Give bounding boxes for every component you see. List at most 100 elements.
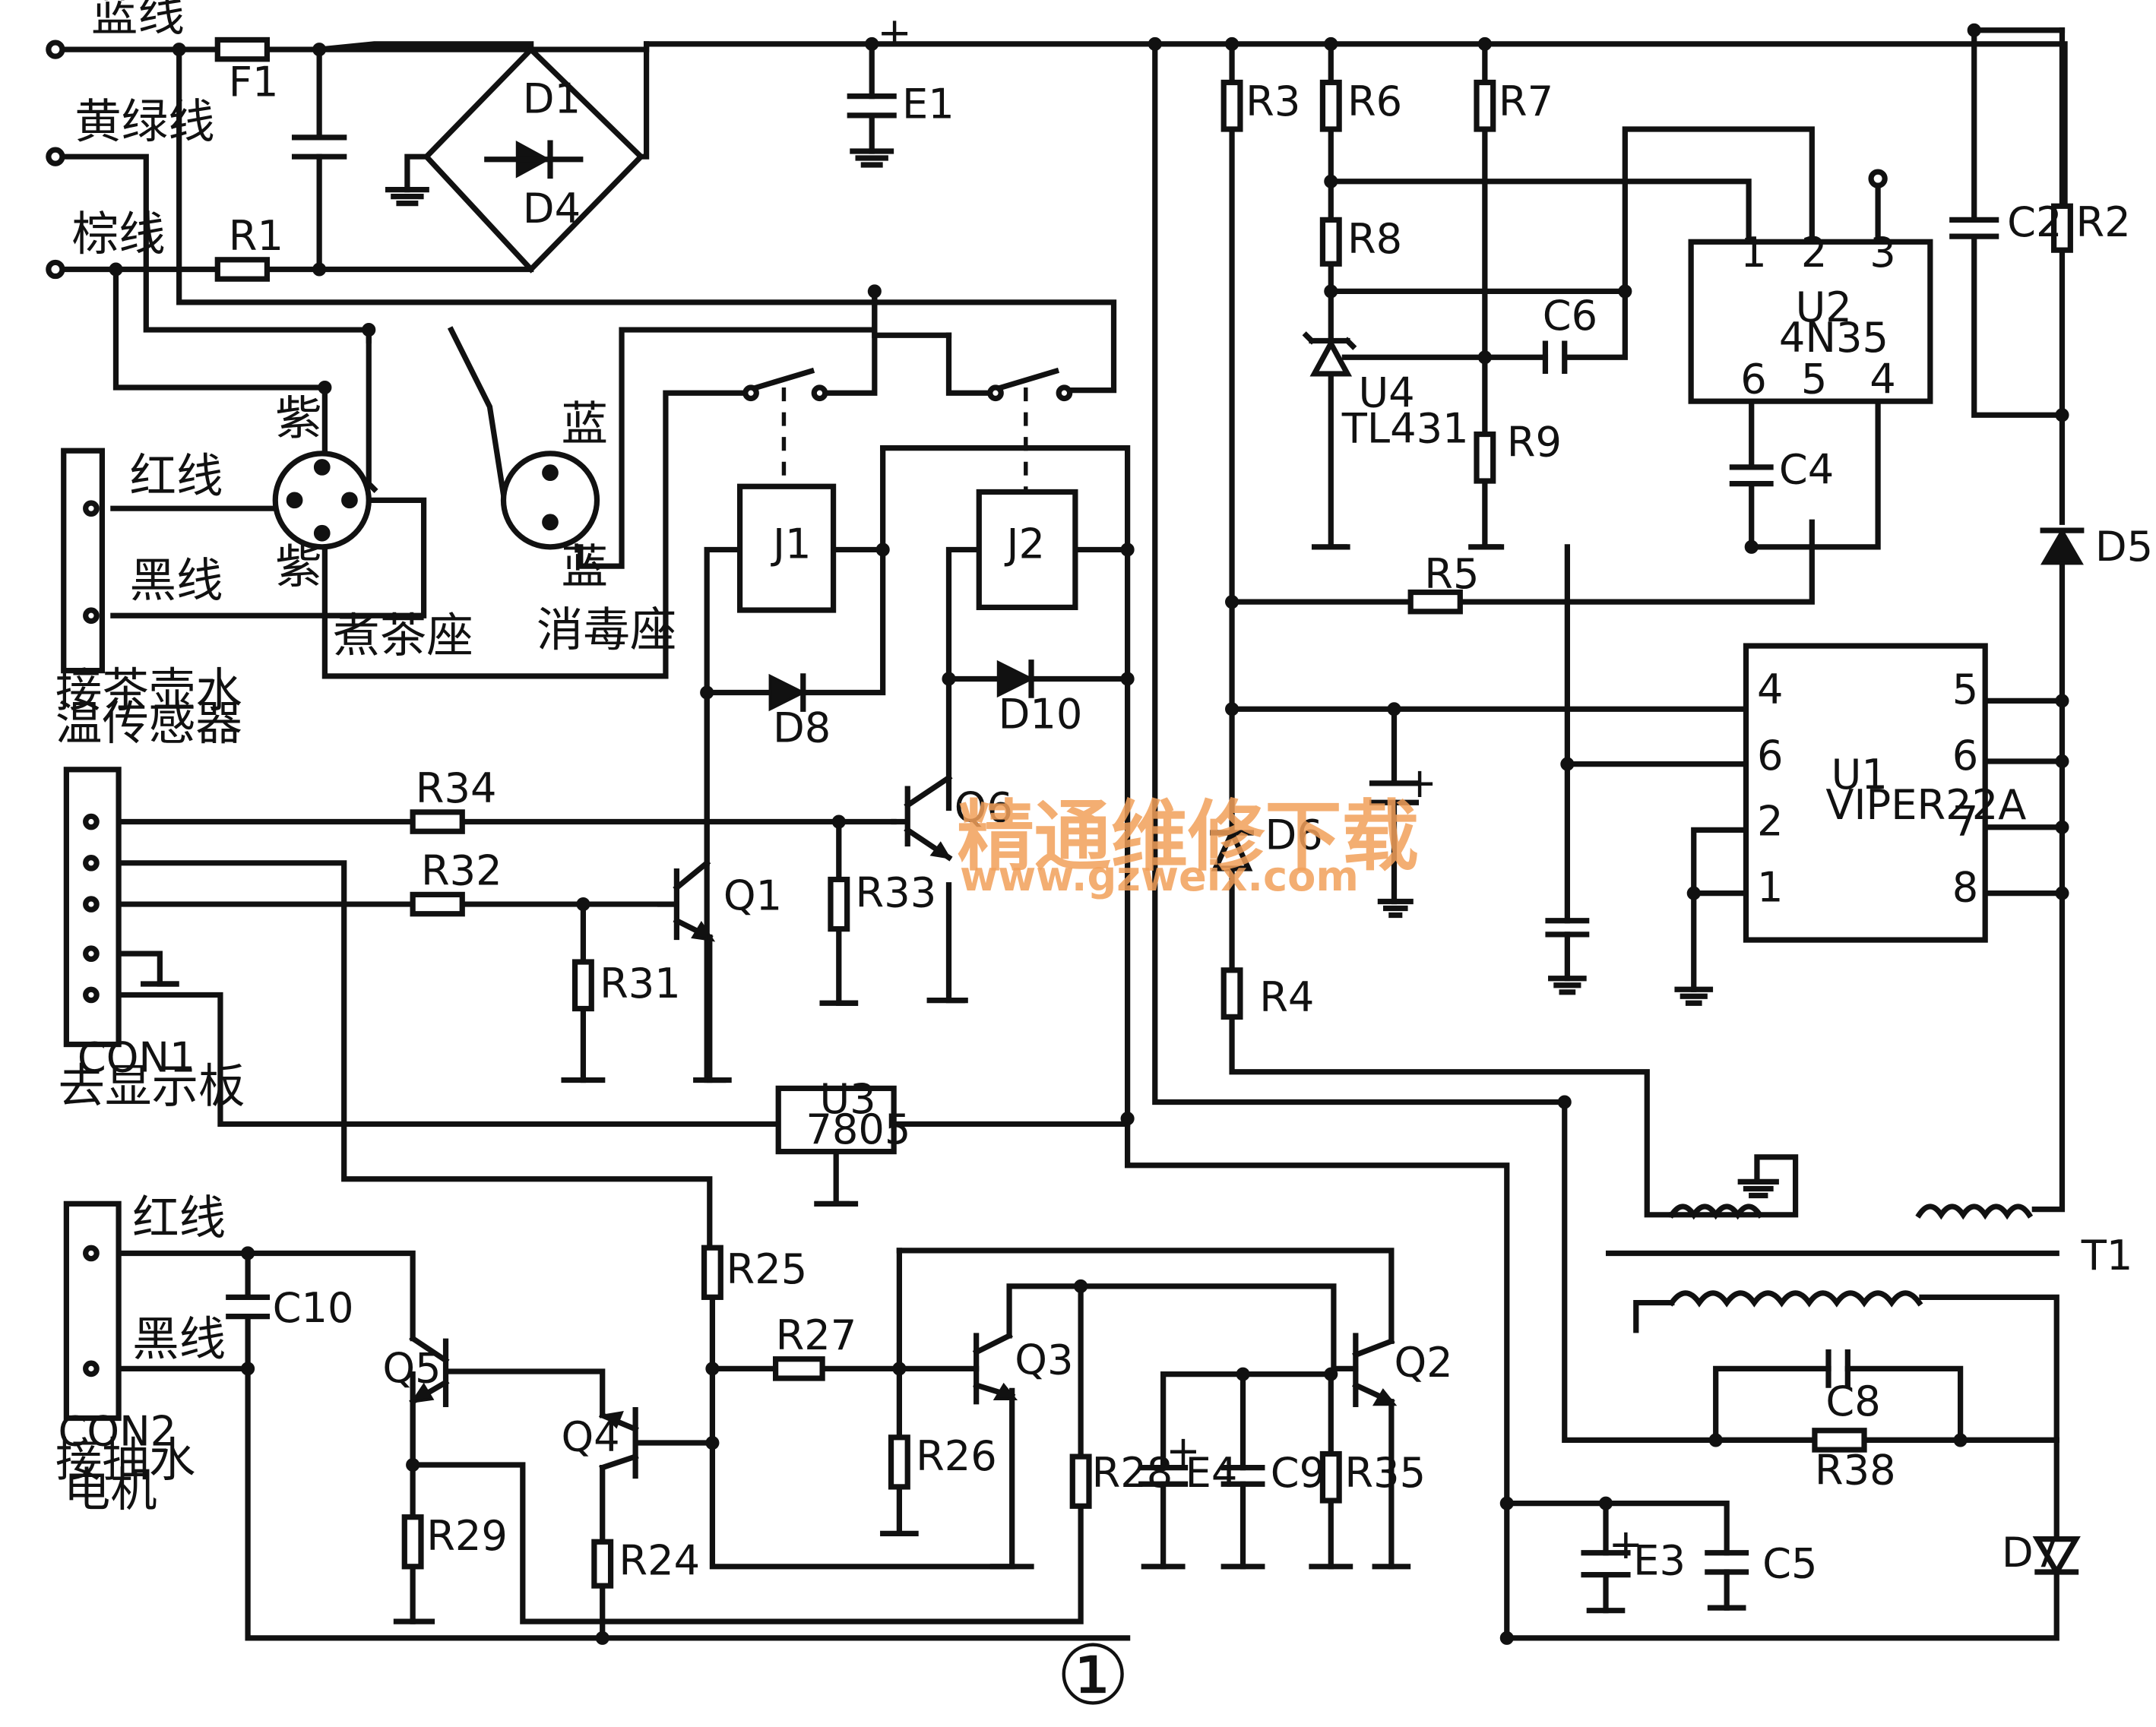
optocoupler-U2: [1688, 239, 1933, 404]
label-to-display: 去显示板: [59, 1059, 245, 1114]
capacitor-drain: [1545, 918, 1590, 938]
label-R34: R34: [416, 764, 497, 812]
labels: 蓝线 黄绿线 棕线 F1 R1 D1 D4 + E1 R3 R6 R7 R8 R…: [55, 0, 2153, 1724]
resistor-R33: [828, 876, 850, 932]
junction-dots: [109, 23, 2069, 1645]
label-R38: R38: [1815, 1446, 1896, 1494]
resistor-R24: [591, 1539, 614, 1589]
resistor-R32: [410, 891, 465, 917]
resistor-R7: [1474, 79, 1496, 132]
ground-icon: [1737, 1178, 1779, 1199]
capacitor-x: [291, 134, 347, 160]
disinfect-socket: [500, 451, 600, 550]
label-R8: R8: [1347, 215, 1402, 263]
label-R35: R35: [1344, 1449, 1426, 1497]
label-TL431: TL431: [1341, 404, 1469, 452]
figure-number: ①: [1056, 1627, 1130, 1723]
label-U2: U2: [1796, 283, 1852, 331]
label-R31: R31: [600, 960, 681, 1007]
coil-primary: [1915, 1204, 2034, 1220]
u1-pin-1: 1: [1757, 863, 1784, 911]
capacitor-C4: [1729, 464, 1774, 487]
label-J1: J1: [771, 520, 812, 568]
ground-icon: [850, 148, 894, 168]
label-pump-2: 电机: [64, 1463, 157, 1517]
label-R26: R26: [916, 1432, 997, 1480]
label-U3: U3: [819, 1075, 875, 1123]
label-black-wire-1: 黑线: [130, 553, 223, 608]
diode-D6: [1211, 826, 1253, 871]
label-plus: +: [1402, 759, 1436, 807]
resistor-R2: [2050, 203, 2073, 253]
label-D4: D4: [523, 185, 581, 232]
label-C5: C5: [1762, 1539, 1817, 1587]
label-plus: +: [877, 8, 911, 56]
u2-pin-6: 6: [1740, 355, 1767, 403]
label-Q5: Q5: [382, 1344, 441, 1392]
capacitor-vdd: [1369, 780, 1420, 805]
label-U1: U1: [1831, 751, 1888, 799]
terminal-brown: [46, 259, 65, 280]
label-C10: C10: [273, 1284, 354, 1332]
label-T1: T1: [2081, 1232, 2133, 1279]
capacitor-C2: [1949, 217, 1999, 239]
resistor-R29: [401, 1514, 424, 1570]
resistor-R31: [571, 959, 594, 1012]
relay-J1: [736, 483, 837, 613]
capacitor-C5: [1705, 1550, 1749, 1575]
label-blue-wire: 蓝线: [91, 0, 185, 42]
label-purple-bottom: 紫: [275, 539, 321, 594]
resistor-R35: [1319, 1450, 1342, 1504]
label-CON1: CON1: [78, 1034, 196, 1082]
label-plus: +: [1166, 1427, 1200, 1475]
label-C8: C8: [1825, 1377, 1880, 1425]
label-E1: E1: [902, 81, 955, 128]
ground-icon: [1674, 986, 1714, 1006]
u2-pin-2: 2: [1801, 229, 1828, 277]
resistor-R6: [1319, 79, 1342, 132]
label-U4: U4: [1358, 368, 1414, 416]
label-Q6: Q6: [955, 784, 1013, 832]
label-D5: D5: [2095, 523, 2153, 571]
fuse-F1: [214, 36, 271, 62]
u2-pin-4: 4: [1869, 355, 1896, 403]
relay-J2: [976, 489, 1078, 611]
terminal-yellow-green: [46, 147, 65, 166]
label-Q2: Q2: [1394, 1339, 1452, 1387]
coil-aux: [1667, 1204, 1764, 1220]
resistor-R1: [214, 257, 271, 282]
label-R25: R25: [726, 1245, 807, 1293]
capacitor-E1: [847, 93, 897, 119]
label-D6: D6: [1265, 811, 1322, 859]
label-D7: D7: [2002, 1529, 2059, 1577]
capacitor-C6: [1542, 340, 1568, 374]
u1-pin-6-left: 6: [1757, 732, 1784, 780]
u2-pin-5: 5: [1801, 355, 1828, 403]
label-R1: R1: [229, 212, 283, 260]
label-E3: E3: [1633, 1537, 1686, 1585]
label-C2: C2: [2007, 198, 2062, 246]
label-R9: R9: [1507, 418, 1562, 466]
label-plus: +: [1609, 1520, 1643, 1568]
ground-icon: [1377, 898, 1414, 919]
label-C4: C4: [1779, 446, 1834, 494]
sensor-connector: [61, 448, 106, 674]
resistor-R28: [1069, 1453, 1092, 1509]
label-R6: R6: [1347, 77, 1402, 125]
tea-socket: [272, 451, 372, 550]
wires: [61, 27, 2068, 1641]
label-R7: R7: [1499, 77, 1553, 125]
transistor-Q1: [657, 859, 714, 941]
label-purple-top: 紫: [275, 391, 321, 446]
u1-pin-2: 2: [1757, 798, 1784, 846]
label-Q3: Q3: [1015, 1336, 1073, 1384]
diode-D8: [768, 673, 806, 712]
u2-pin-3: 3: [1869, 229, 1896, 277]
label-R3: R3: [1246, 77, 1300, 125]
label-Q1: Q1: [723, 871, 782, 919]
label-R2: R2: [2076, 198, 2131, 246]
label-R29: R29: [426, 1512, 508, 1560]
connector-CON2: [63, 1200, 122, 1422]
u2-pin-1: 1: [1740, 229, 1767, 277]
